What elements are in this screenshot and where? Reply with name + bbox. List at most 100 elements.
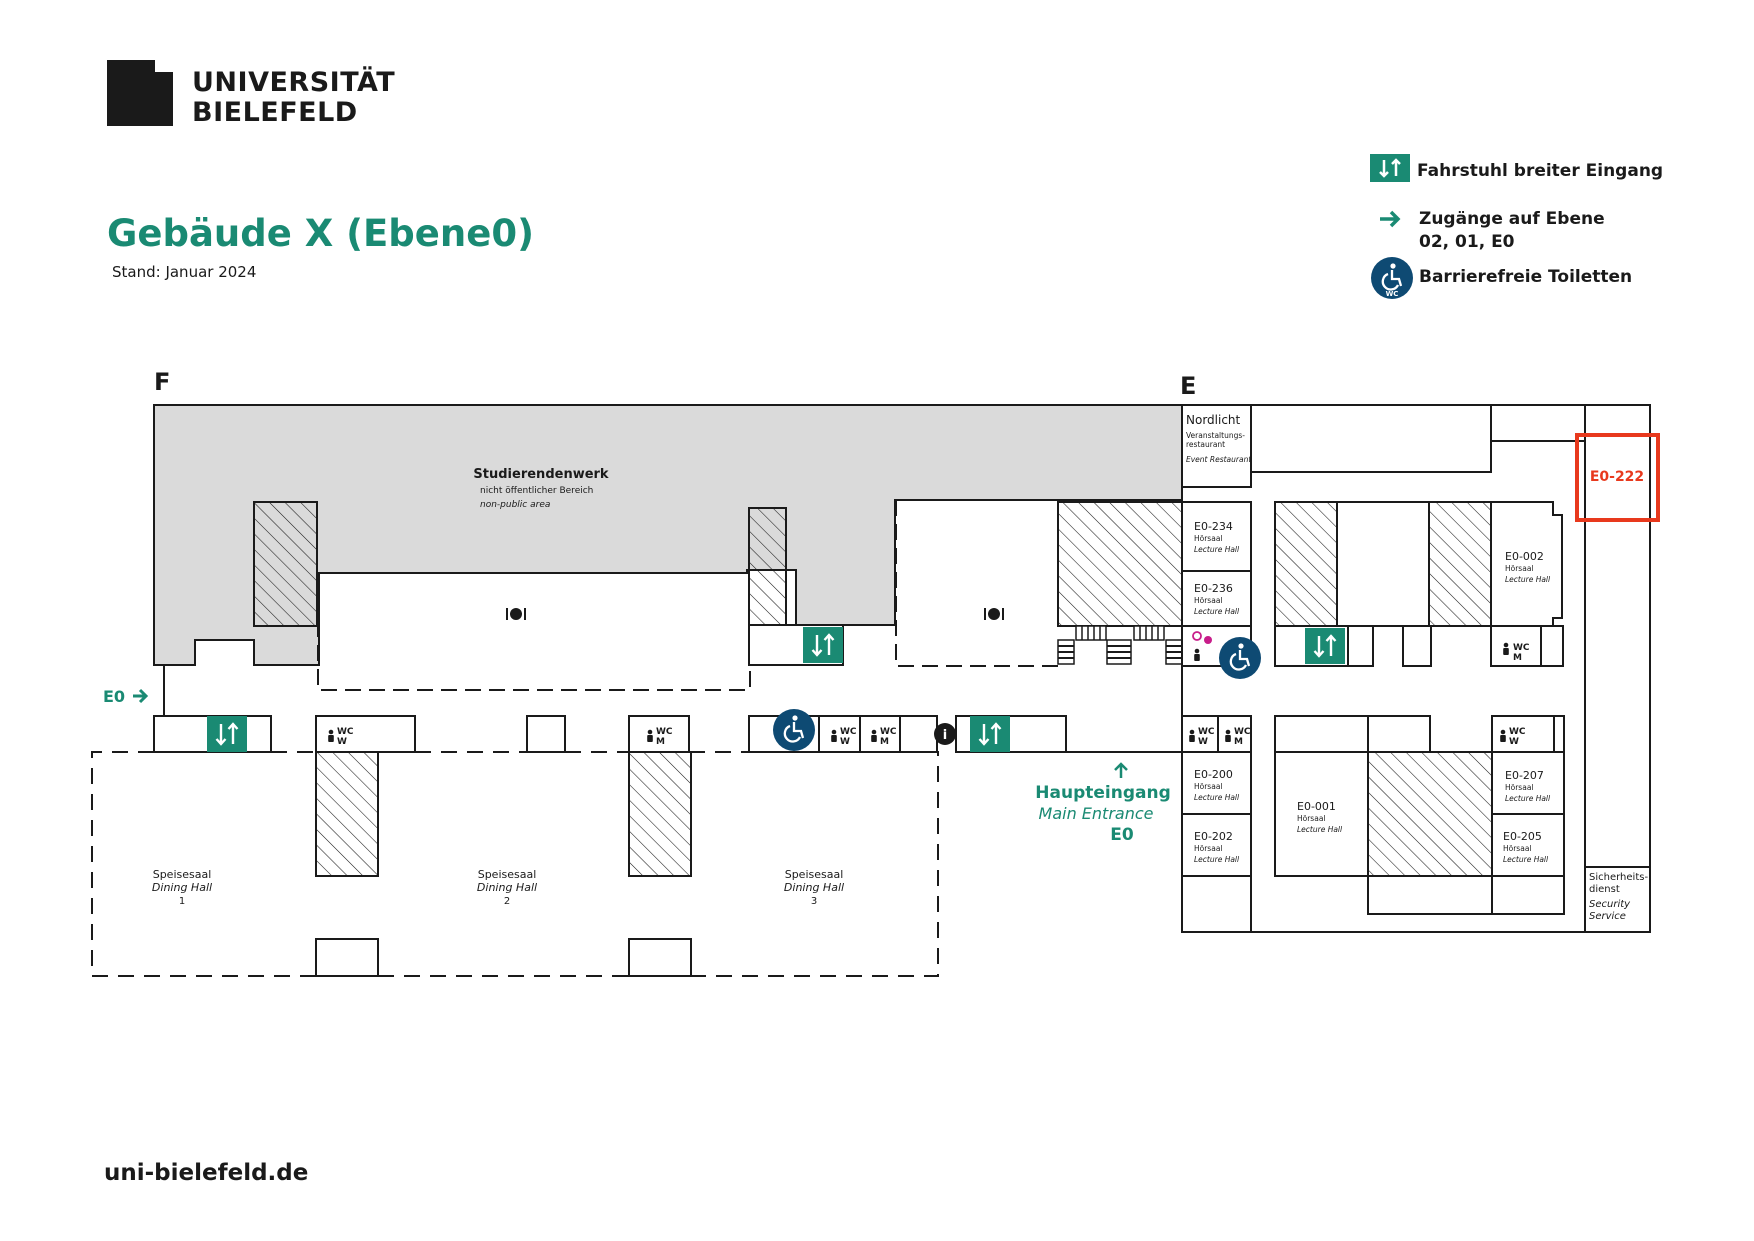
room-e0-001-label: E0-001: [1297, 800, 1336, 813]
room-e0-234-label: E0-234: [1194, 520, 1233, 533]
wc-label: WC: [1513, 643, 1530, 653]
nordlicht-desc-1: Veranstaltungs-: [1186, 431, 1245, 440]
dining-middle-outline: [895, 499, 1058, 667]
entrance-e0-label: E0: [103, 687, 125, 706]
wc-label: WC: [1509, 727, 1526, 737]
room-e0-234-type-en: Lecture Hall: [1194, 545, 1240, 554]
baby-changing-icon: [1192, 631, 1212, 661]
dining-hall-3-number: 3: [811, 896, 817, 907]
stairs-icon: [1057, 625, 1183, 665]
room-e0-207-label: E0-207: [1505, 769, 1544, 782]
wc-label: WC: [337, 727, 354, 737]
arrow-right-icon: [1380, 210, 1401, 228]
person-icon: [831, 729, 837, 742]
room-block: [1491, 875, 1565, 915]
room-e0-002-label: E0-002: [1505, 550, 1544, 563]
dining-hall-1-number: 1: [179, 896, 185, 907]
logo-mark-icon: [107, 60, 173, 126]
plate-icon: [506, 608, 526, 620]
accessible-wc-icon: [771, 707, 817, 753]
room-e0-234-type: Hörsaal: [1194, 534, 1223, 543]
dining-hall-outline: [91, 751, 939, 977]
wc-label: WC: [1234, 727, 1251, 737]
room-e0-001-type: Hörsaal: [1297, 814, 1326, 823]
room-e0-200-label: E0-200: [1194, 768, 1233, 781]
studierendenwerk-area: [153, 404, 1183, 666]
security-label-en-1: Security: [1589, 899, 1631, 910]
room-e0-207-type-en: Lecture Hall: [1505, 794, 1551, 803]
person-icon: [1225, 729, 1231, 742]
room-block: [1274, 715, 1369, 753]
logo-text: UNIVERSITÄT BIELEFELD: [192, 68, 395, 128]
university-logo: [107, 60, 173, 130]
room-e0-236: [1181, 570, 1252, 627]
dining-hall-1-label-en: Dining Hall: [152, 881, 212, 894]
info-icon-label: i: [943, 728, 947, 743]
hatched-column: [1428, 501, 1492, 627]
wc-room: [315, 715, 416, 753]
room-block: [1540, 625, 1564, 667]
room-e0-001-type-en: Lecture Hall: [1297, 825, 1343, 834]
accessible-wc-icon: [1217, 635, 1263, 681]
person-icon: [871, 729, 877, 742]
date-stamp: Stand: Januar 2024: [112, 263, 257, 281]
hatched-column: [1057, 501, 1183, 627]
wc-label: WC: [880, 727, 897, 737]
room-e0-222-highlight: [1575, 433, 1660, 522]
room-block: [1553, 715, 1565, 753]
main-entrance-label: Haupteingang: [1035, 783, 1170, 803]
hatched-column: [315, 751, 379, 877]
room-e0-234: [1181, 501, 1252, 572]
info-icon: i: [934, 723, 956, 745]
room-block: [1336, 501, 1430, 627]
room-block: [1347, 625, 1374, 667]
room-e0-202-label: E0-202: [1194, 830, 1233, 843]
wc-w-label: W: [337, 737, 347, 747]
footer-url[interactable]: uni-bielefeld.de: [104, 1160, 309, 1186]
wc-room: [1490, 625, 1542, 667]
person-icon: [1189, 729, 1195, 742]
wc-room: [628, 715, 690, 753]
hatched-column: [1367, 751, 1493, 877]
room-e0-202-type-en: Lecture Hall: [1194, 855, 1240, 864]
wc-label: WC: [840, 727, 857, 737]
room-e0-222-label: E0-222: [1590, 469, 1644, 485]
section-label-e: E: [1180, 372, 1196, 400]
security-room: [1584, 866, 1651, 933]
hatched-column: [748, 507, 787, 626]
accessible-wc-icon-label: WC: [1386, 290, 1399, 298]
room-e0-207-type: Hörsaal: [1505, 783, 1534, 792]
dining-hall-2-label-en: Dining Hall: [477, 881, 537, 894]
room-e0-001: [1274, 751, 1369, 877]
arrow-up-icon: [1114, 762, 1128, 778]
room-e0-236-label: E0-236: [1194, 582, 1233, 595]
legend-elevator-label: Fahrstuhl breiter Eingang: [1417, 161, 1664, 181]
room-block: [526, 715, 566, 753]
accessible-wc-icon: WC: [1371, 257, 1413, 299]
legend-access-line-1: Zugänge auf Ebene: [1419, 209, 1605, 229]
studierendenwerk-label: Studierendenwerk: [473, 467, 609, 482]
security-label-en-2: Service: [1589, 911, 1626, 922]
wc-room: [1217, 715, 1252, 753]
room-e0-202-type: Hörsaal: [1194, 844, 1223, 853]
logo-line-2: BIELEFELD: [192, 97, 358, 128]
security-label-2: dienst: [1589, 884, 1620, 895]
dining-hall-1-label: Speisesaal: [153, 868, 212, 881]
elevator-icon: [1303, 626, 1347, 666]
room-e0-200-type-en: Lecture Hall: [1194, 793, 1240, 802]
room-block: [315, 938, 379, 977]
dining-hall-3-label: Speisesaal: [785, 868, 844, 881]
wc-w-label: W: [840, 737, 850, 747]
main-entrance-level: E0: [1110, 825, 1134, 845]
nordlicht-label: Nordlicht: [1186, 413, 1241, 427]
section-label-f: F: [154, 368, 170, 396]
room-e0-236-type: Hörsaal: [1194, 596, 1223, 605]
wc-m-label: M: [880, 737, 889, 747]
main-entrance-label-en: Main Entrance: [1039, 804, 1154, 823]
non-public-label-de: nicht öffentlicher Bereich: [480, 486, 593, 496]
wc-w-label: W: [1509, 737, 1519, 747]
room-block: [628, 938, 692, 977]
logo-line-1: UNIVERSITÄT: [192, 67, 396, 98]
legend-access-line-2: 02, 01, E0: [1419, 232, 1515, 252]
